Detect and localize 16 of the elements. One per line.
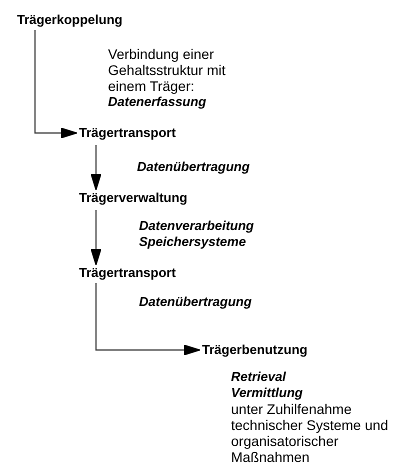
step-title: Trägerverwaltung bbox=[77, 190, 190, 206]
arrow bbox=[95, 283, 200, 356]
step-title: Trägertransport bbox=[77, 265, 178, 281]
note-text: unter Zuhilfenahme technischer Systeme und organisatorischer Maßnahmen bbox=[231, 401, 390, 465]
edge-label: Verbindung einer Gehaltsstruktur mit einem Träger: Datenerfassung bbox=[108, 46, 226, 110]
arrow bbox=[34, 30, 78, 138]
arrow bbox=[90, 145, 102, 190]
note-text: Retrieval bbox=[231, 369, 287, 385]
edge-label: Datenverarbeitung Speichersysteme bbox=[139, 218, 255, 250]
note-text: Vermittlung bbox=[231, 385, 304, 401]
edge-label: Datenübertragung bbox=[139, 294, 253, 310]
arrow bbox=[90, 210, 102, 266]
step-title: Trägerkoppelung bbox=[15, 12, 124, 28]
step-title: Trägerbenutzung bbox=[200, 342, 310, 358]
edge-label: Datenübertragung bbox=[137, 159, 251, 175]
step-title: Trägertransport bbox=[77, 125, 178, 141]
